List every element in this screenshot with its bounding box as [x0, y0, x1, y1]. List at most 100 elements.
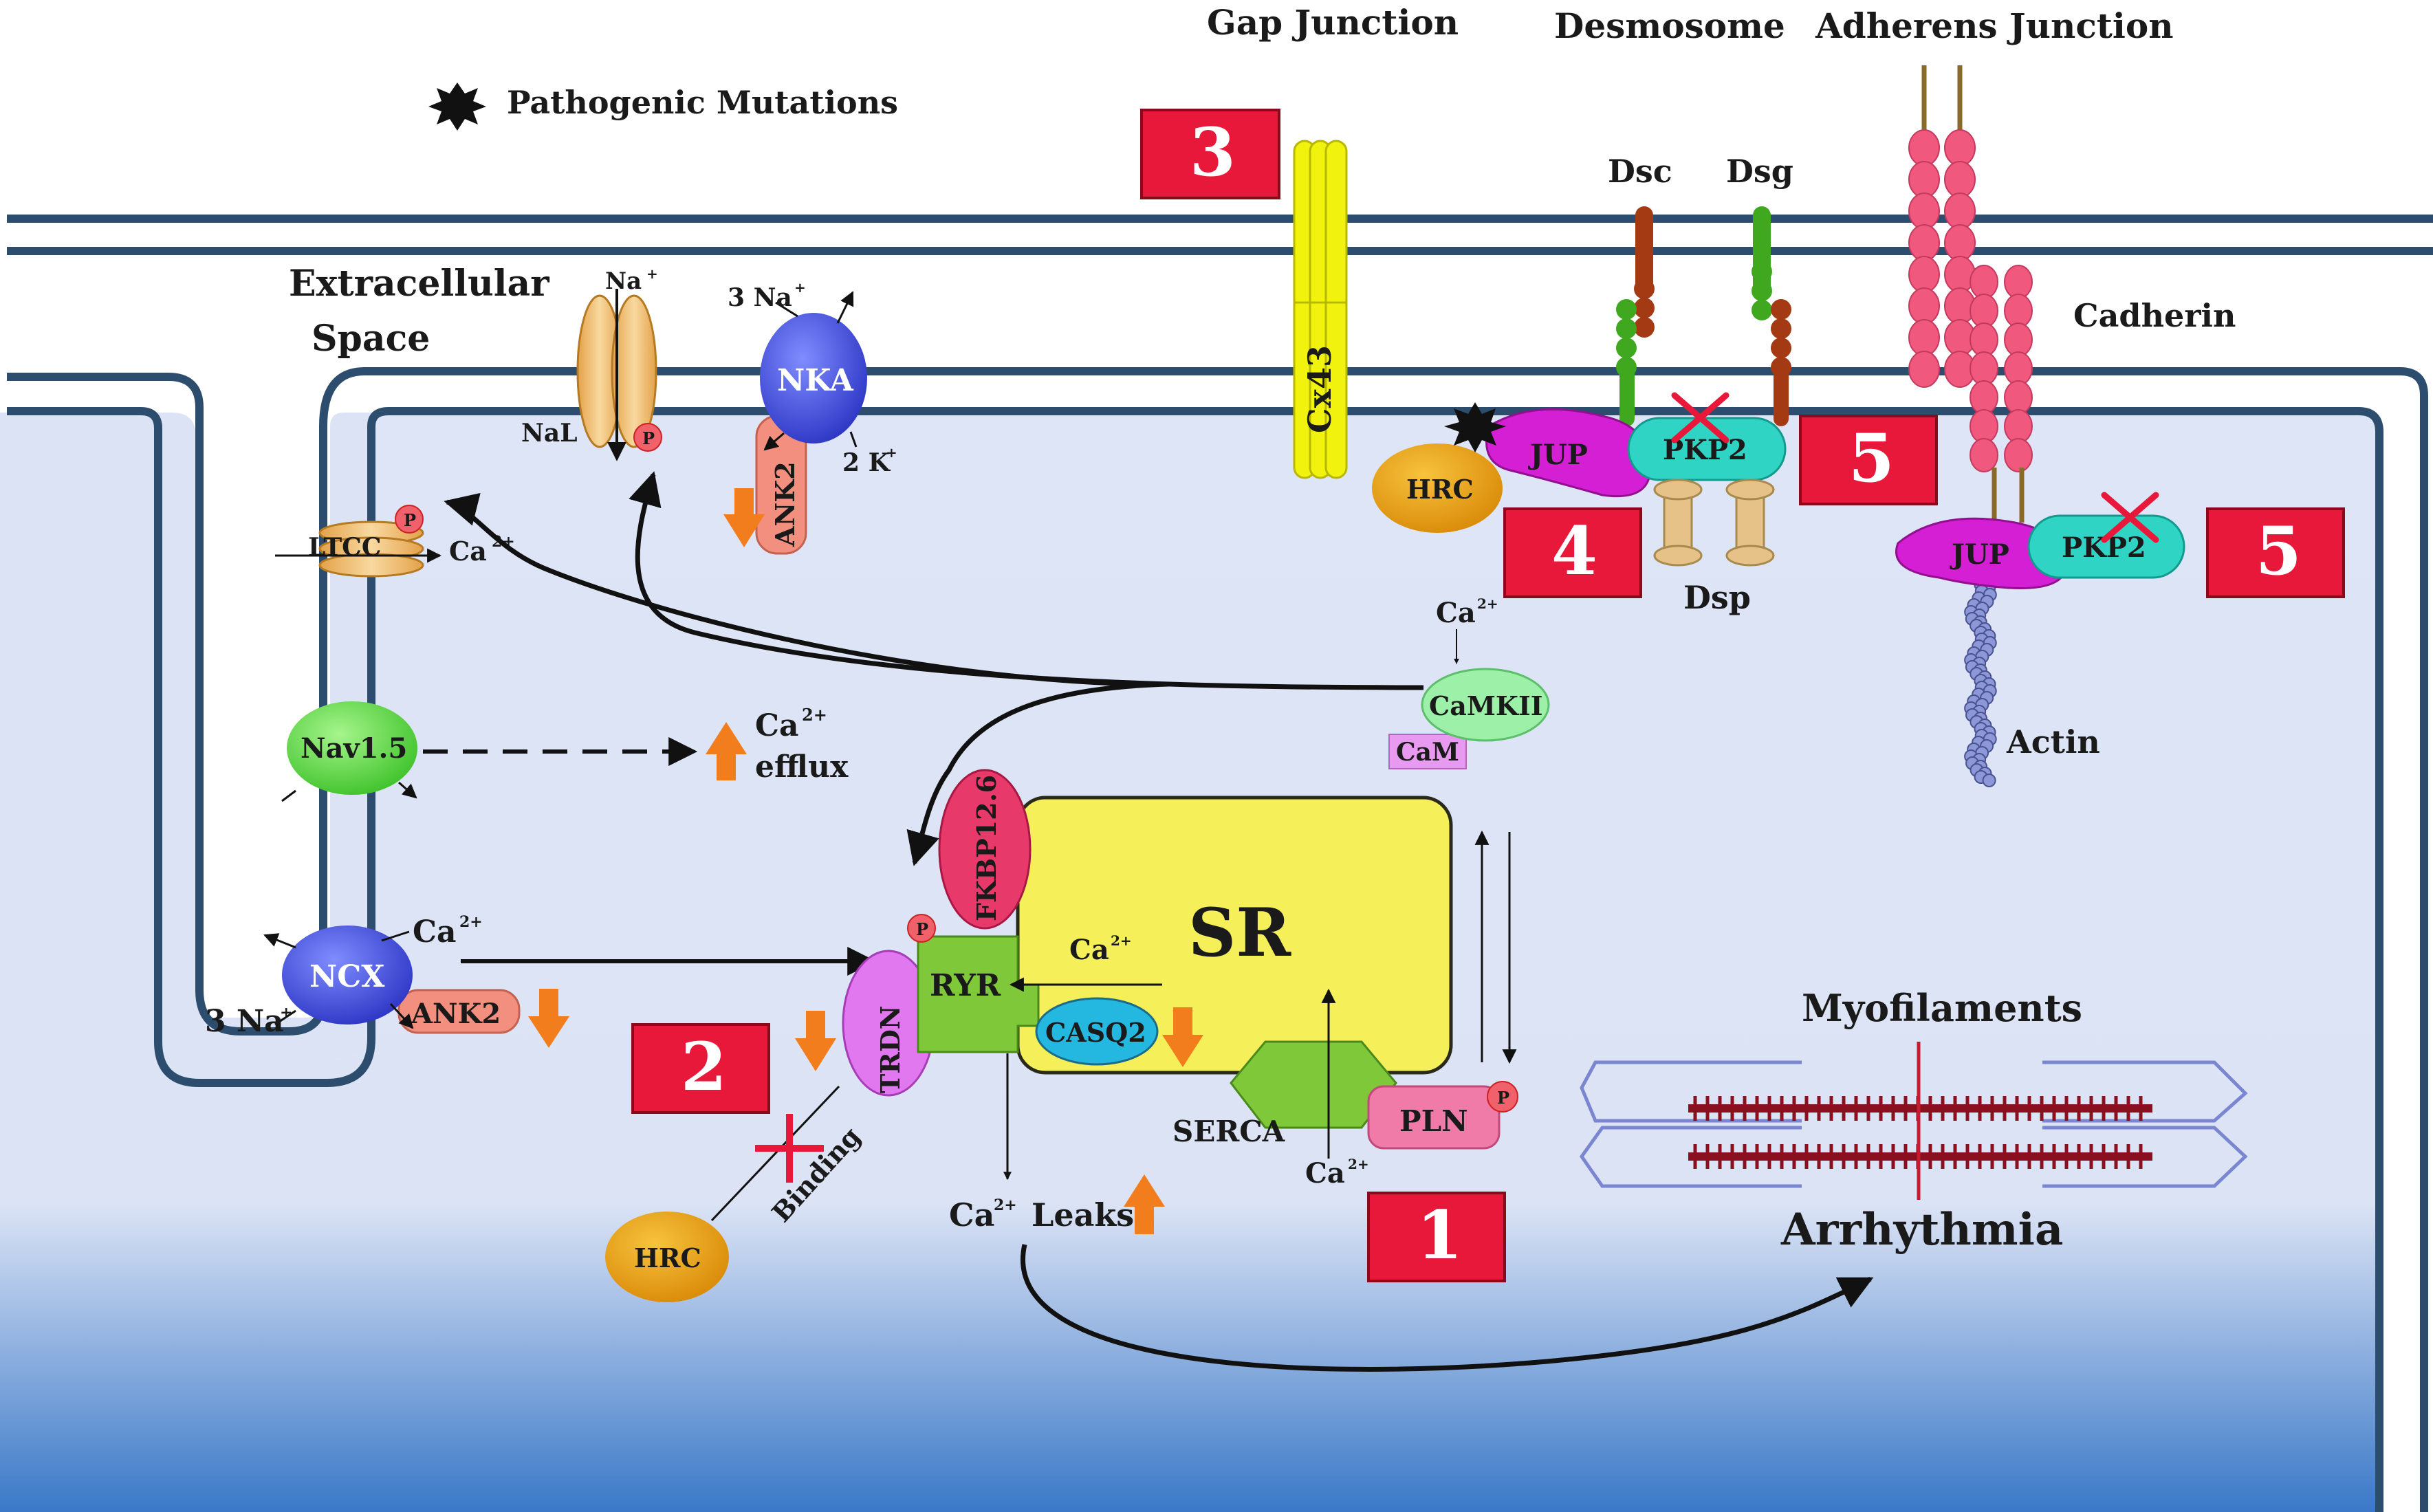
cx43-label: Cx43	[1301, 345, 1338, 433]
svg-text:P: P	[404, 510, 416, 530]
ank2-ncx-label: ANK2	[411, 998, 501, 1030]
ca-leaks: Ca 2+ Leaks	[949, 1174, 1874, 1372]
ca-leaks-prefix: Ca	[949, 1196, 994, 1234]
svg-text:2+: 2+	[459, 913, 483, 931]
trdn-label: TRDN	[875, 1005, 906, 1093]
label-box-4: 4	[1503, 507, 1642, 598]
sarcoplasmic-reticulum: SR FKBP12.6 TRDN RYR P Ca 2+ CASQ2 PLN P…	[795, 769, 1518, 1190]
ryr-label: RYR	[930, 968, 1001, 1003]
hrc-bottom-label: HRC	[634, 1242, 701, 1273]
mutation-legend-label: Pathogenic Mutations	[507, 84, 898, 121]
efflux-label: efflux	[755, 749, 849, 785]
label-box-1: 1	[1367, 1192, 1506, 1282]
pln-label: PLN	[1399, 1104, 1468, 1138]
actin-label: Actin	[2006, 723, 2100, 760]
gap-junction-header: Gap Junction	[1207, 2, 1459, 43]
svg-text:2+: 2+	[1348, 1156, 1369, 1172]
nal-label: NaL	[521, 419, 578, 448]
label-box-2: 2	[631, 1023, 770, 1114]
serca-label: SERCA	[1172, 1115, 1286, 1148]
casq2-label: CASQ2	[1045, 1017, 1146, 1048]
ank2-top-label: ANK2	[770, 461, 800, 547]
dsp-label: Dsp	[1683, 579, 1751, 616]
svg-text:2+: 2+	[1111, 932, 1132, 949]
svg-text:5: 5	[2256, 512, 2302, 590]
efflux-ca-label: Ca	[755, 708, 799, 743]
svg-text:+: +	[886, 444, 897, 461]
svg-text:2: 2	[681, 1028, 727, 1106]
nav15-channel: Nav1.5 Ca 2+ efflux	[281, 701, 849, 802]
arrhythmia-label: Arrhythmia	[1780, 1204, 2063, 1256]
mutation-star-icon	[428, 83, 486, 131]
svg-text:P: P	[1497, 1088, 1509, 1108]
decrease-arrow-icon	[795, 1011, 836, 1071]
block-cross-icon	[755, 1114, 824, 1183]
jup-desmo-label: JUP	[1528, 439, 1588, 471]
cross-icon	[2101, 492, 2159, 543]
label-box-5b: 5	[2206, 507, 2345, 598]
svg-text:+: +	[794, 279, 806, 296]
camkii-signaling: Ca 2+ CaM CaMKII	[444, 471, 1550, 866]
nav15-label: Nav1.5	[301, 732, 407, 765]
sr-ca-label: Ca	[1069, 934, 1109, 966]
desmosome: Dsc Dsg HRC JUP PKP2 Dsp	[1372, 153, 1793, 616]
increase-arrow-icon	[1124, 1174, 1165, 1234]
jup-adh-label: JUP	[1950, 538, 2009, 571]
adherens-junction: Cadherin JUP PKP2 Actin	[1895, 65, 2236, 787]
ncx-label: NCX	[309, 959, 385, 994]
nal-channel: P Na + NaL	[521, 265, 662, 461]
decrease-arrow-icon	[528, 989, 569, 1048]
mutation-legend: Pathogenic Mutations	[428, 83, 898, 131]
nka-k-label: 2 K	[842, 448, 891, 477]
label-box-5a: 5	[1799, 415, 1938, 505]
cadherin-label: Cadherin	[2073, 297, 2236, 334]
nka-label: NKA	[777, 363, 854, 398]
label-box-3: 3	[1140, 109, 1280, 199]
svg-text:1: 1	[1417, 1196, 1463, 1274]
ncx-exchanger: ANK2 NCX Ca 2+ 3 Na +	[205, 913, 877, 1048]
nka-pump: ANK2 NKA 3 Na + 2 K +	[723, 279, 897, 555]
nka-na-label: 3 Na	[728, 283, 792, 312]
dsc-label: Dsc	[1608, 153, 1672, 190]
dsg-label: Dsg	[1726, 153, 1793, 190]
extracellular-label-line2: Space	[312, 318, 430, 360]
myofilaments-label: Myofilaments	[1802, 986, 2082, 1030]
cx43-connexon: Cx43	[1293, 140, 1348, 479]
cadherin-chain	[1908, 129, 2033, 472]
cam-label: CaM	[1396, 738, 1459, 767]
hrc-top-label: HRC	[1406, 474, 1474, 505]
nal-na-label: Na	[605, 267, 642, 295]
sr-label: SR	[1188, 894, 1291, 972]
fkbp-label: FKBP12.6	[971, 775, 1002, 921]
camkii-label: CaMKII	[1429, 690, 1543, 721]
ncx-ca-label: Ca	[413, 914, 457, 950]
svg-text:3: 3	[1190, 113, 1236, 191]
decrease-arrow-icon	[723, 488, 765, 547]
svg-text:2+: 2+	[1477, 595, 1498, 612]
cross-icon	[1671, 392, 1730, 443]
extracellular-label-line1: Extracellular	[289, 263, 549, 305]
myofilaments: Myofilaments Arrhythmia	[1579, 986, 2248, 1256]
decrease-arrow-icon	[1162, 1007, 1203, 1067]
svg-text:4: 4	[1551, 512, 1597, 590]
svg-text:5: 5	[1848, 419, 1895, 497]
svg-text:2+: 2+	[994, 1196, 1017, 1214]
ltcc-ca-label: Ca	[449, 536, 487, 567]
ltcc-label: LTCC	[308, 533, 381, 562]
actin-filament	[1964, 571, 1997, 787]
ca-leaks-label: Leaks	[1032, 1196, 1134, 1234]
svg-text:+: +	[280, 1004, 292, 1022]
svg-text:+: +	[646, 265, 658, 282]
camkii-ca-label: Ca	[1436, 597, 1476, 629]
adherens-junction-header: Adherens Junction	[1815, 6, 2174, 46]
increase-arrow-icon	[706, 722, 747, 780]
dsp-filaments	[1653, 479, 1775, 567]
svg-text:P: P	[916, 919, 928, 939]
mutation-star-icon	[1444, 402, 1506, 452]
svg-text:2+: 2+	[802, 705, 827, 725]
svg-text:P: P	[642, 428, 655, 448]
serca-ca-label: Ca	[1305, 1157, 1345, 1190]
desmosome-header: Desmosome	[1554, 6, 1785, 46]
